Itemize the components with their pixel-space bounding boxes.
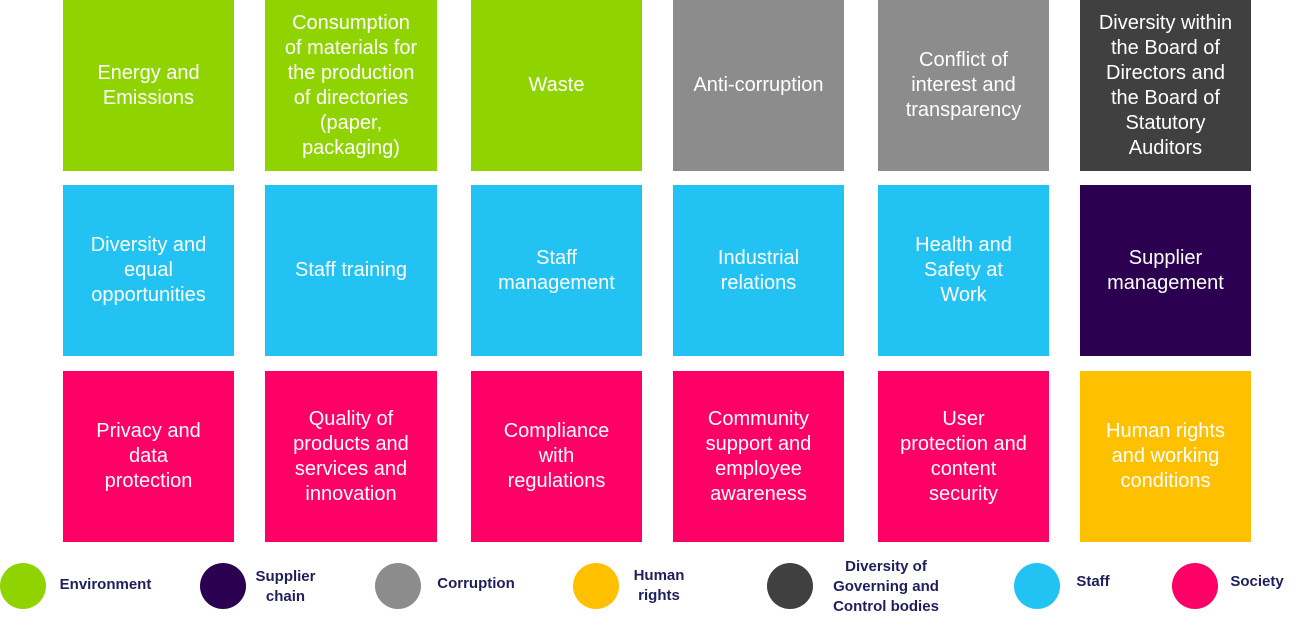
topic-tile: Energy and Emissions bbox=[63, 0, 234, 171]
legend-label-diversity: Diversity of Governing and Control bodie… bbox=[833, 558, 939, 615]
topic-tile: Waste bbox=[471, 0, 642, 171]
legend-label-society: Society bbox=[1230, 573, 1284, 590]
legend-label-supplier-chain: Supplier chain bbox=[255, 568, 316, 605]
legend-dot-society bbox=[1172, 563, 1218, 609]
topic-tile: Privacy and data protection bbox=[63, 371, 234, 542]
legend-dot-staff bbox=[1014, 563, 1060, 609]
topic-tile: Human rights and working conditions bbox=[1080, 371, 1251, 542]
legend-label-environment: Environment bbox=[59, 576, 152, 593]
topic-tile: Supplier management bbox=[1080, 185, 1251, 356]
legend-label-corruption: Corruption bbox=[437, 575, 515, 592]
topic-tile: Compliance with regulations bbox=[471, 371, 642, 542]
topic-tile: Community support and employee awareness bbox=[673, 371, 844, 542]
topic-tile: Health and Safety at Work bbox=[878, 185, 1049, 356]
legend-label-staff: Staff bbox=[1076, 573, 1110, 590]
legend-dot-corruption bbox=[375, 563, 421, 609]
topic-tile: Industrial relations bbox=[673, 185, 844, 356]
topic-tile: Consumption of materials for the product… bbox=[265, 0, 437, 171]
legend-dot-diversity bbox=[767, 563, 813, 609]
topic-tile: User protection and content security bbox=[878, 371, 1049, 542]
legend-dot-human-rights bbox=[573, 563, 619, 609]
legend-dot-supplier-chain bbox=[200, 563, 246, 609]
topic-tile: Diversity within the Board of Directors … bbox=[1080, 0, 1251, 171]
topic-tile: Anti-corruption bbox=[673, 0, 844, 171]
topic-tile: Staff management bbox=[471, 185, 642, 356]
topic-tile: Diversity and equal opportunities bbox=[63, 185, 234, 356]
topic-tile: Quality of products and services and inn… bbox=[265, 371, 437, 542]
topic-tile: Staff training bbox=[265, 185, 437, 356]
legend-dot-environment bbox=[0, 563, 46, 609]
legend-label-human-rights: Human rights bbox=[633, 567, 685, 604]
topic-tile: Conflict of interest and transparency bbox=[878, 0, 1049, 171]
